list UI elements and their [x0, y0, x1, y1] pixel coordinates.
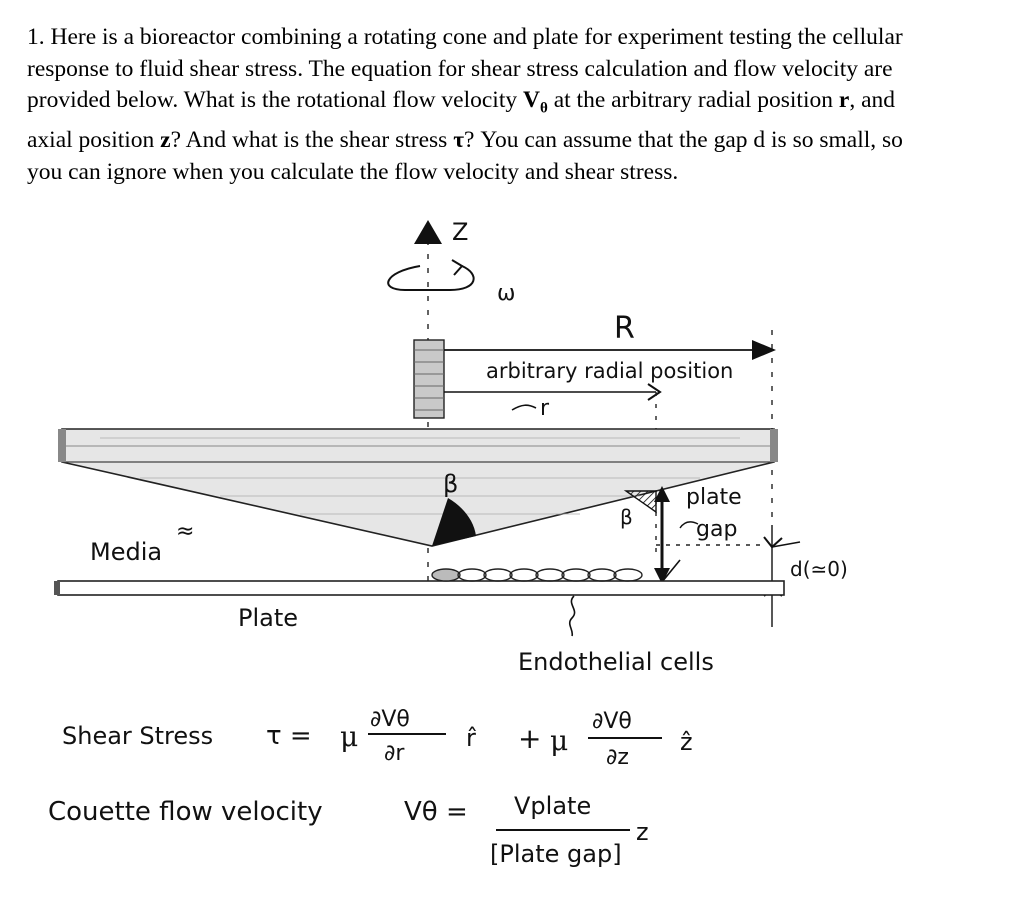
beta-label-center: β	[443, 470, 458, 498]
couette-label: Couette flow velocity	[48, 797, 323, 827]
shear-mu-1: μ	[340, 720, 358, 753]
cone-shaft	[413, 339, 445, 419]
q4-b: ? And what is the shear stress	[170, 127, 454, 154]
shear-frac2-den: ∂z	[606, 745, 629, 770]
beta-label-gap: β	[620, 505, 633, 529]
beta-angle-center	[432, 498, 476, 546]
shear-label: Shear Stress	[62, 722, 213, 750]
cells-pointer	[568, 595, 576, 637]
axis-arrow-head	[414, 220, 442, 244]
question-number: 1.	[27, 24, 45, 50]
radius-label: R	[614, 311, 635, 346]
shear-unit-2: ẑ	[680, 728, 693, 756]
plate-gap-label-1: plate	[686, 485, 742, 510]
radius-arrow-head	[752, 340, 776, 360]
r-label-arrow	[511, 404, 537, 411]
question-text: 1. Here is a bioreactor combining a rota…	[27, 22, 1002, 189]
axis-z-label: Z	[452, 218, 468, 246]
q4-a: axial position	[27, 127, 161, 154]
shear-lhs: τ =	[266, 721, 312, 751]
couette-lhs: Vθ =	[404, 797, 468, 827]
radial-position-label: arbitrary radial position	[486, 359, 733, 383]
shear-mu-2: μ	[550, 724, 568, 757]
question-line-3: provided below. What is the rotational f…	[27, 85, 1002, 125]
q3-c: , and	[849, 87, 895, 114]
couette-z: z	[636, 818, 649, 846]
shear-unit-1: r̂	[466, 724, 476, 752]
question-line-5: you can ignore when you calculate the fl…	[27, 159, 679, 186]
couette-frac-den: [Plate gap]	[490, 840, 622, 868]
endothelial-cells	[431, 568, 643, 582]
shear-plus: +	[518, 722, 541, 755]
plate-gap-arrow-up	[654, 486, 670, 502]
question-line-2: response to fluid shear stress. The equa…	[27, 55, 893, 82]
r-symbol: r	[838, 87, 850, 114]
shear-frac1-den: ∂r	[384, 741, 405, 766]
couette-equation: Couette flow velocity Vθ = Vplate [Plate…	[48, 792, 649, 868]
plate-gap-label-2: gap	[696, 517, 737, 542]
shear-stress-equation: Shear Stress τ = μ ∂Vθ ∂r r̂ + μ ∂Vθ ∂z …	[62, 707, 693, 770]
q3-a: provided below. What is the rotational f…	[27, 87, 523, 114]
question-line1-text: Here is a bioreactor combining a rotatin…	[50, 24, 903, 50]
couette-frac-num: Vplate	[514, 792, 591, 820]
media-label: Media	[90, 538, 162, 566]
d-label: d(≃0)	[790, 557, 848, 581]
bottom-plate	[57, 580, 785, 596]
cone-body	[61, 428, 775, 547]
shear-frac2-num: ∂Vθ	[592, 709, 632, 734]
plate-gap-pointer	[679, 521, 699, 529]
plate-gap-arrow-down	[654, 568, 670, 584]
tau-symbol: τ	[453, 127, 465, 154]
cells-label: Endothelial cells	[518, 648, 714, 676]
r-arrow-head	[647, 383, 662, 401]
r-label: r	[540, 396, 550, 421]
q4-c: ? You can assume that the gap d is so sm…	[464, 127, 903, 154]
z-symbol: z	[160, 127, 171, 154]
media-wave: ≈	[176, 519, 194, 544]
shear-frac1-num: ∂Vθ	[370, 707, 410, 732]
omega-label: ω	[497, 281, 515, 306]
plate-label: Plate	[238, 604, 298, 632]
rotation-arrow	[387, 265, 475, 291]
rotation-arrow-head	[451, 259, 464, 276]
question-line-1: 1. Here is a bioreactor combining a rota…	[27, 22, 1002, 54]
q3-b: at the arbitrary radial position	[547, 87, 839, 114]
v-theta-symbol: Vθ	[523, 87, 548, 117]
question-line-4: axial position z? And what is the shear …	[27, 125, 1002, 157]
